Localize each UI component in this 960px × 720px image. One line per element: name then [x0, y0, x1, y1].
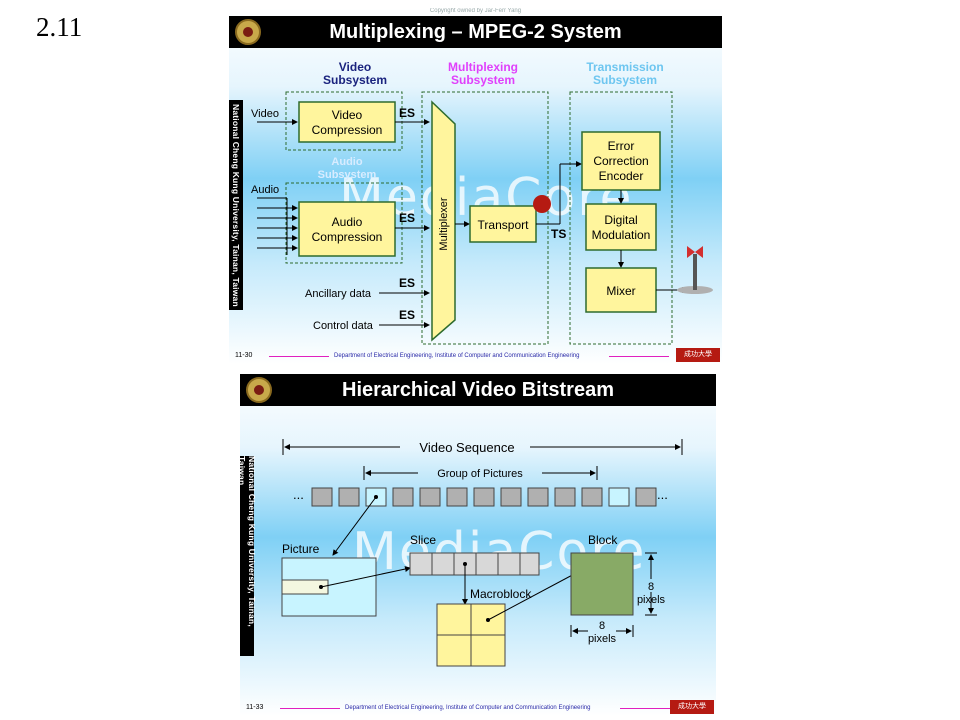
slide-number: 11-33 [246, 704, 264, 711]
macroblock-label: Macroblock [470, 587, 532, 601]
frame [338, 487, 360, 507]
page-number: 2.11 [36, 12, 83, 42]
slide-hierarchical-bitstream: Hierarchical Video Bitstream National Ch… [240, 372, 716, 716]
ancillary-data-label: Ancillary data [305, 288, 372, 300]
university-seal-icon [235, 19, 261, 45]
mixer-block [585, 267, 657, 313]
video-compression-label-2: Compression [312, 123, 383, 137]
multiplexer-block [431, 100, 456, 342]
slice-row [409, 552, 540, 576]
picture-label: Picture [282, 542, 320, 556]
transmission-subsystem-label: Transmission [586, 60, 663, 74]
mpeg2-system-diagram: Video Subsystem Multiplexing Subsystem T… [251, 60, 713, 345]
footer-department: Department of Electrical Engineering, In… [345, 705, 591, 711]
error-correction-block [581, 131, 661, 191]
mediacore-badge-icon [533, 195, 551, 213]
audio-subsystem-label-2: Subsystem [318, 169, 377, 181]
sidebar-text: National Cheng Kung University, Tainan, … [240, 456, 257, 627]
audio-subsystem-box [285, 182, 403, 264]
university-seal-icon [246, 377, 272, 403]
gop-label: Group of Pictures [437, 468, 523, 480]
ellipsis-right: ... [657, 487, 668, 502]
slide-footer: 11-30 Department of Electrical Engineeri… [229, 348, 722, 364]
slide-title-bar: Multiplexing – MPEG-2 System [229, 16, 722, 48]
video-compression-block [298, 101, 396, 143]
sidebar-university: National Cheng Kung University, Tainan, … [229, 100, 243, 310]
frame [554, 487, 576, 507]
frame [419, 487, 441, 507]
frame [311, 487, 333, 507]
control-data-label: Control data [313, 320, 374, 332]
video-sequence-label: Video Sequence [419, 440, 514, 455]
block-label: Block [588, 533, 618, 547]
audio-input-label: Audio [251, 184, 279, 196]
slice-label: Slice [410, 533, 436, 547]
footer-rule-left [280, 708, 340, 709]
footer-rule-right [609, 356, 669, 357]
frame [446, 487, 468, 507]
footer-stamp: 成功大學 [670, 700, 714, 714]
copyright-note: Copyright owned by Jar-Ferr Yang [429, 8, 522, 14]
video-input-label: Video [251, 108, 279, 120]
slide-footer: 11-33 Department of Electrical Engineeri… [240, 700, 716, 716]
audio-compression-label: Audio [332, 215, 363, 229]
block [570, 552, 634, 616]
video-subsystem-label: Video [339, 60, 371, 74]
multiplexing-subsystem-label-2: Subsystem [451, 73, 515, 87]
frame [500, 487, 522, 507]
slide-title: Hierarchical Video Bitstream [342, 378, 614, 401]
footer-stamp: 成功大學 [676, 348, 720, 362]
slice-in-picture [281, 579, 329, 595]
video-subsystem-label-2: Subsystem [323, 73, 387, 87]
multiplexer-label: Multiplexer [438, 197, 450, 251]
ts-label: TS [551, 227, 566, 241]
slide-title-bar: Hierarchical Video Bitstream [240, 374, 716, 406]
frame [635, 487, 657, 507]
sidebar-text: National Cheng Kung University, Tainan, … [231, 103, 241, 307]
block-height-value: 8 [648, 581, 654, 593]
footer-rule-left [269, 356, 329, 357]
es-label-control: ES [399, 308, 415, 322]
audio-compression-label-2: Compression [312, 230, 383, 244]
block-height-unit: pixels [637, 594, 666, 606]
digital-modulation-label-2: Modulation [592, 228, 651, 242]
slide-title: Multiplexing – MPEG-2 System [329, 20, 622, 43]
sidebar-university: National Cheng Kung University, Tainan, … [240, 456, 257, 656]
footer-department: Department of Electrical Engineering, In… [334, 353, 580, 359]
frame [473, 487, 495, 507]
block-width-value: 8 [599, 620, 605, 632]
audio-compression-block [298, 201, 396, 257]
slide-mpeg2-system: Copyright owned by Jar-Ferr Yang Multipl… [229, 8, 722, 364]
block-width-unit: pixels [588, 633, 617, 645]
error-correction-label-2: Correction [593, 154, 648, 168]
digital-modulation-block [585, 203, 657, 251]
es-label-audio: ES [399, 211, 415, 225]
es-label-video: ES [399, 106, 415, 120]
footer-rule-right [620, 708, 680, 709]
multiplexing-subsystem-box [421, 91, 549, 345]
video-compression-label: Video [332, 108, 363, 122]
antenna-tower-icon [677, 246, 713, 294]
frame [581, 487, 603, 507]
frame-sequence [311, 487, 657, 507]
transmission-subsystem-label-2: Subsystem [593, 73, 657, 87]
frame-highlighted [608, 487, 630, 507]
video-subsystem-box [285, 91, 403, 151]
es-label-ancillary: ES [399, 276, 415, 290]
bitstream-hierarchy-diagram: Video Sequence Group of Pictures ... ... [281, 439, 683, 667]
audio-subsystem-label: Audio [331, 156, 362, 168]
error-correction-label-3: Encoder [599, 169, 644, 183]
slide-number: 11-30 [235, 352, 253, 359]
frame [392, 487, 414, 507]
frame [527, 487, 549, 507]
transmission-subsystem-box [569, 91, 673, 345]
ellipsis-left: ... [293, 487, 304, 502]
mixer-label: Mixer [606, 284, 635, 298]
multiplexing-subsystem-label: Multiplexing [448, 60, 518, 74]
transport-label: Transport [478, 218, 530, 232]
error-correction-label: Error [608, 139, 635, 153]
digital-modulation-label: Digital [604, 213, 637, 227]
